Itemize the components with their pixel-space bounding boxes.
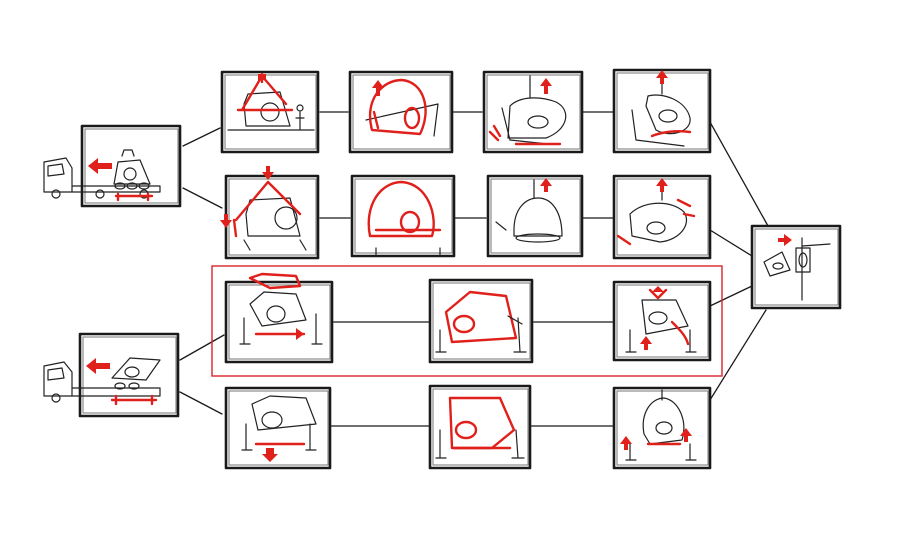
connector-truck1-row2 [182, 187, 223, 209]
panel-tilt-on-stands-1 [428, 278, 534, 364]
panel-lift-with-crane-sling [220, 70, 320, 154]
truck-top-panel [43, 124, 182, 208]
arrow-up-icon [540, 78, 552, 94]
panel-tilt-on-stands-2 [428, 384, 532, 470]
truck-icon [43, 157, 161, 199]
result-installed-panel [750, 224, 842, 310]
arrow-up-icon [656, 178, 668, 192]
row-3-highlight-box [211, 265, 723, 377]
connector-truck2-row3 [179, 334, 225, 361]
connector-row3-result [709, 285, 753, 307]
row-2 [220, 166, 712, 260]
arrow-left-icon [88, 158, 112, 174]
arrow-up-icon [656, 70, 668, 84]
truck-bottom-panel [43, 332, 180, 418]
arrow-up-icon [640, 336, 652, 350]
arrow-up-icon [540, 178, 552, 192]
arrow-up-icon [372, 80, 384, 96]
arrow-up-icon [652, 286, 664, 292]
row-1 [220, 68, 712, 154]
panel-hoist-and-flip [612, 386, 712, 470]
connector-truck2-row4 [179, 391, 223, 415]
row-4 [224, 384, 712, 470]
arrow-down-icon [220, 214, 232, 228]
panel-rotate-to-mount [612, 174, 712, 260]
connector-row2-result [709, 229, 753, 257]
arrow-left-icon [86, 358, 110, 374]
panel-frame-detached [350, 174, 456, 258]
arrow-up-icon [620, 436, 632, 450]
connectors [179, 111, 769, 427]
pod-icon [113, 149, 151, 190]
connector-row1-result [709, 121, 769, 227]
connector-truck1-row1 [182, 127, 221, 147]
arrow-up-icon [680, 428, 692, 442]
arrow-down-icon [262, 166, 274, 180]
panel-hang-from-hook-2 [486, 174, 584, 258]
panel-jack-stands-lower [224, 386, 332, 470]
connector-row4-result [709, 309, 767, 401]
panel-tilt-to-mount-1 [612, 68, 712, 154]
panel-hoist-from-stands [612, 280, 712, 362]
pod-icon [111, 357, 161, 390]
panel-lift-with-spreader-frame [220, 166, 320, 260]
arrow-right-icon [778, 234, 792, 246]
arrow-down-icon [262, 448, 278, 462]
arrow-right-icon [296, 328, 304, 340]
row-3 [224, 272, 712, 364]
panel-lift-frame-removed [348, 70, 454, 154]
panel-hang-from-hook-1 [482, 70, 584, 154]
panel-jack-stands-lift [224, 272, 334, 364]
